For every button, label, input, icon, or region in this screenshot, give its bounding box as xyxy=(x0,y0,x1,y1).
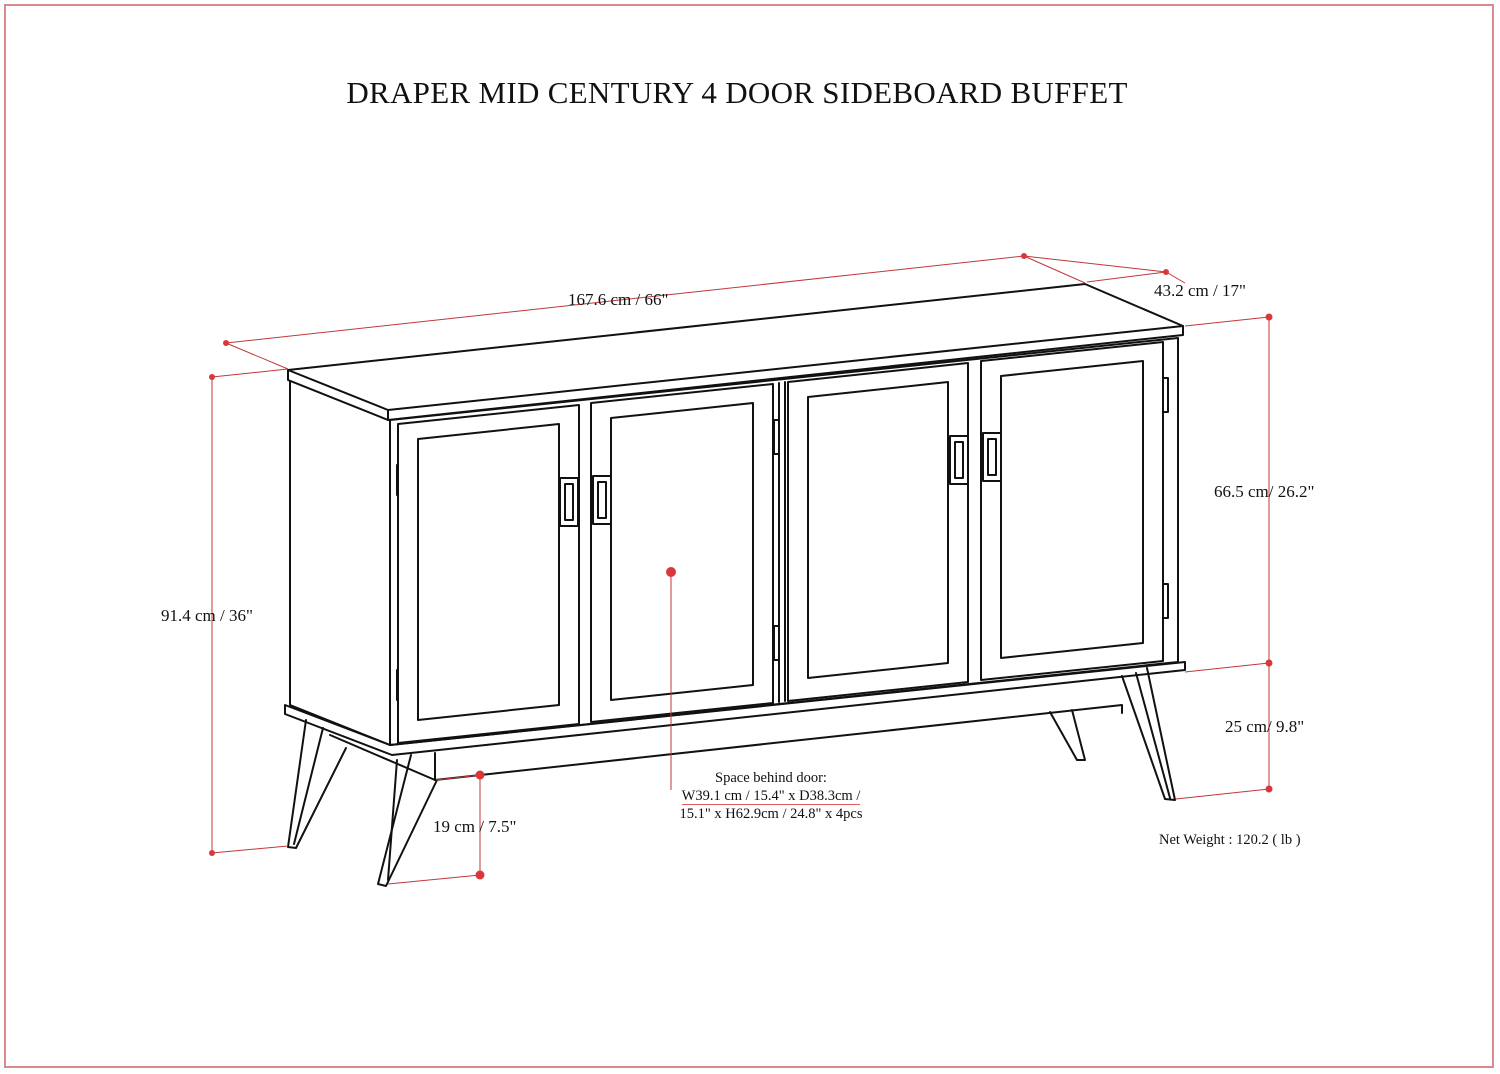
door-4 xyxy=(980,341,1164,681)
leg-back-right xyxy=(1049,709,1086,761)
net-weight-label: Net Weight : 120.2 ( lb ) xyxy=(1159,832,1301,848)
top-front-edge xyxy=(387,325,1184,421)
diagram-title: DRAPER MID CENTURY 4 DOOR SIDEBOARD BUFF… xyxy=(346,75,1128,110)
dimension-markers xyxy=(209,253,1273,880)
total-height-label: 91.4 cm / 36" xyxy=(161,606,253,625)
apron xyxy=(329,704,1123,781)
space-behind-door-note: Space behind door: W39.1 cm / 15.4" x D3… xyxy=(668,769,874,823)
top-left-edge xyxy=(287,369,389,421)
left-side-panel xyxy=(289,380,391,746)
space-behind-door-line2: 15.1" x H62.9cm / 24.8" x 4pcs xyxy=(679,806,863,822)
space-behind-door-heading: Space behind door: xyxy=(715,770,827,786)
width-dimension-line xyxy=(225,255,1025,344)
door-2 xyxy=(590,383,774,723)
base-plinth xyxy=(284,661,1186,756)
depth-label: 43.2 cm / 17" xyxy=(1154,281,1246,300)
leg-front-left xyxy=(377,754,438,887)
cabinet-height-label: 66.5 cm/ 26.2" xyxy=(1214,482,1315,501)
dimension-lines xyxy=(211,255,1270,885)
leg-back-left xyxy=(287,719,347,849)
top-surface xyxy=(287,283,1184,411)
leg-clearance-label: 19 cm / 7.5" xyxy=(433,817,517,836)
leg-height-label: 25 cm/ 9.8" xyxy=(1225,717,1305,736)
leg-front-right xyxy=(1121,667,1176,801)
space-behind-door-line1: W39.1 cm / 15.4" x D38.3cm / xyxy=(681,788,861,805)
width-label: 167.6 cm / 66" xyxy=(568,290,669,309)
door-1 xyxy=(397,404,580,744)
door-3 xyxy=(787,362,969,702)
page-border xyxy=(4,4,1494,1068)
